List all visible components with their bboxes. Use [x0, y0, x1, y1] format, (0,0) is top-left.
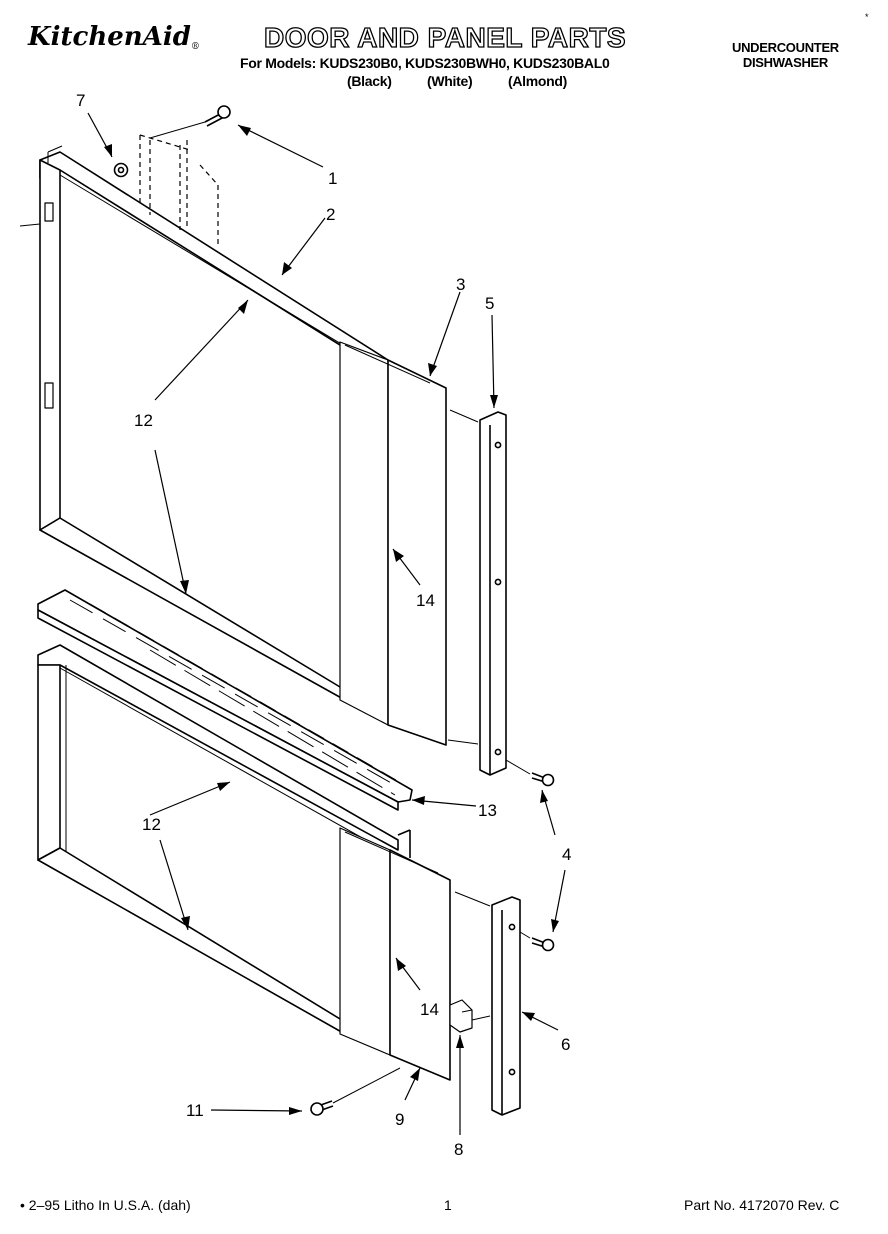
footer-page-number: 1 [444, 1197, 452, 1213]
callout-8: 8 [454, 1140, 463, 1159]
screw-trim-lower [519, 931, 555, 952]
vent-strip [37, 589, 413, 811]
brand-name: KitchenAid [28, 22, 191, 52]
footer-part-number: Part No. 4172070 Rev. C [684, 1197, 840, 1213]
screw-trim-upper [505, 759, 555, 787]
callout-13: 13 [478, 801, 497, 820]
callout-12-lower: 12 [142, 815, 161, 834]
footer-print-text: 2–95 Litho In U.S.A. (dah) [28, 1197, 191, 1213]
footer-print-info: • 2–95 Litho In U.S.A. (dah) [20, 1197, 191, 1213]
variant-almond: (Almond) [508, 73, 568, 89]
appliance-type-line2: DISHWASHER [742, 55, 829, 70]
callout-6: 6 [561, 1035, 570, 1054]
callout-11: 11 [186, 1101, 204, 1120]
variant-white: (White) [427, 73, 473, 89]
upper-decorative-panel [339, 341, 447, 746]
screw-hinge [149, 105, 231, 139]
hinge-bushing [113, 162, 129, 178]
page-title: DOOR AND PANEL PARTS [263, 21, 627, 53]
screw-bottom [310, 1067, 401, 1116]
upper-trim-strip [447, 409, 507, 776]
callout-2: 2 [326, 205, 335, 224]
variant-black: (Black) [347, 73, 392, 89]
lower-door-frame [37, 644, 399, 1035]
lower-trim-strip [454, 891, 521, 1116]
brand-logo: KitchenAid® [28, 22, 200, 52]
callout-7: 7 [76, 91, 85, 110]
callout-5: 5 [485, 294, 494, 313]
callout-4: 4 [562, 845, 571, 864]
lower-decorative-panel [339, 827, 451, 1081]
appliance-type: UNDERCOUNTER DISHWASHER [732, 40, 839, 70]
corner-mark: * [865, 12, 869, 22]
callout-1: 1 [328, 169, 337, 188]
footer-bullet: • [20, 1197, 25, 1213]
callout-12-upper: 12 [134, 411, 153, 430]
appliance-type-line1: UNDERCOUNTER [732, 40, 839, 55]
callout-14-upper: 14 [416, 591, 435, 610]
leader-lines [87, 112, 566, 1135]
callout-14-lower: 14 [420, 1000, 439, 1019]
latch-bracket [449, 999, 491, 1033]
leader-arrowheads [104, 125, 559, 1115]
callout-labels: 1 2 3 4 5 6 7 8 9 11 12 12 13 14 14 [76, 91, 571, 1159]
hinge-bracket [139, 134, 219, 245]
registered-mark: ® [190, 42, 200, 52]
callout-9: 9 [395, 1110, 404, 1129]
callout-3: 3 [456, 275, 465, 294]
models-line: For Models: KUDS230B0, KUDS230BWH0, KUDS… [240, 55, 610, 71]
